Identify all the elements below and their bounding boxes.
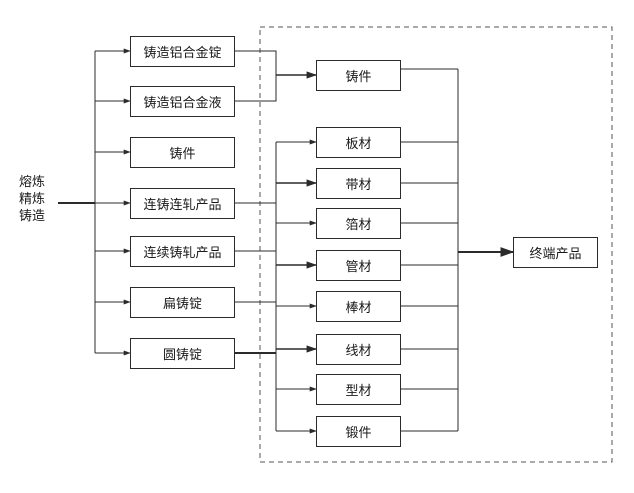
mid-box-casting: 铸件 xyxy=(316,60,401,91)
mid-box-tube: 管材 xyxy=(316,250,401,281)
left-box-cast-alloy-ingot: 铸造铝合金锭 xyxy=(130,36,235,67)
source-line-3: 铸造 xyxy=(18,209,45,224)
left-box-flat-ingot: 扁铸锭 xyxy=(130,287,235,318)
mid-box-strip: 带材 xyxy=(316,168,401,199)
mid-box-rod: 棒材 xyxy=(316,291,401,322)
left-box-continuous-roll-cast: 连续铸轧产品 xyxy=(130,236,235,267)
mid-box-profile: 型材 xyxy=(316,374,401,405)
left-box-continuous-cast-rolled: 连铸连轧产品 xyxy=(130,188,235,219)
source-line-1: 熔炼 xyxy=(18,175,45,190)
left-box-cast-alloy-liquid: 铸造铝合金液 xyxy=(130,86,235,117)
casting-path xyxy=(235,50,318,102)
left-box-casting: 铸件 xyxy=(130,137,235,168)
left-join-lines xyxy=(235,202,276,354)
source-process-label: 熔炼 精炼 铸造 xyxy=(14,174,50,225)
mid-box-foil: 箔材 xyxy=(316,208,401,239)
mid-box-plate: 板材 xyxy=(316,127,401,158)
final-product-box: 终端产品 xyxy=(513,237,598,268)
left-arrows xyxy=(95,48,131,356)
downstream-region-border xyxy=(259,26,613,463)
mid-box-forging: 锻件 xyxy=(316,416,401,447)
middle-arrows xyxy=(276,139,318,434)
left-box-round-ingot: 圆铸锭 xyxy=(130,338,235,369)
source-line-2: 精炼 xyxy=(18,192,45,207)
right-join-lines xyxy=(401,68,459,432)
mid-box-wire: 线材 xyxy=(316,334,401,365)
